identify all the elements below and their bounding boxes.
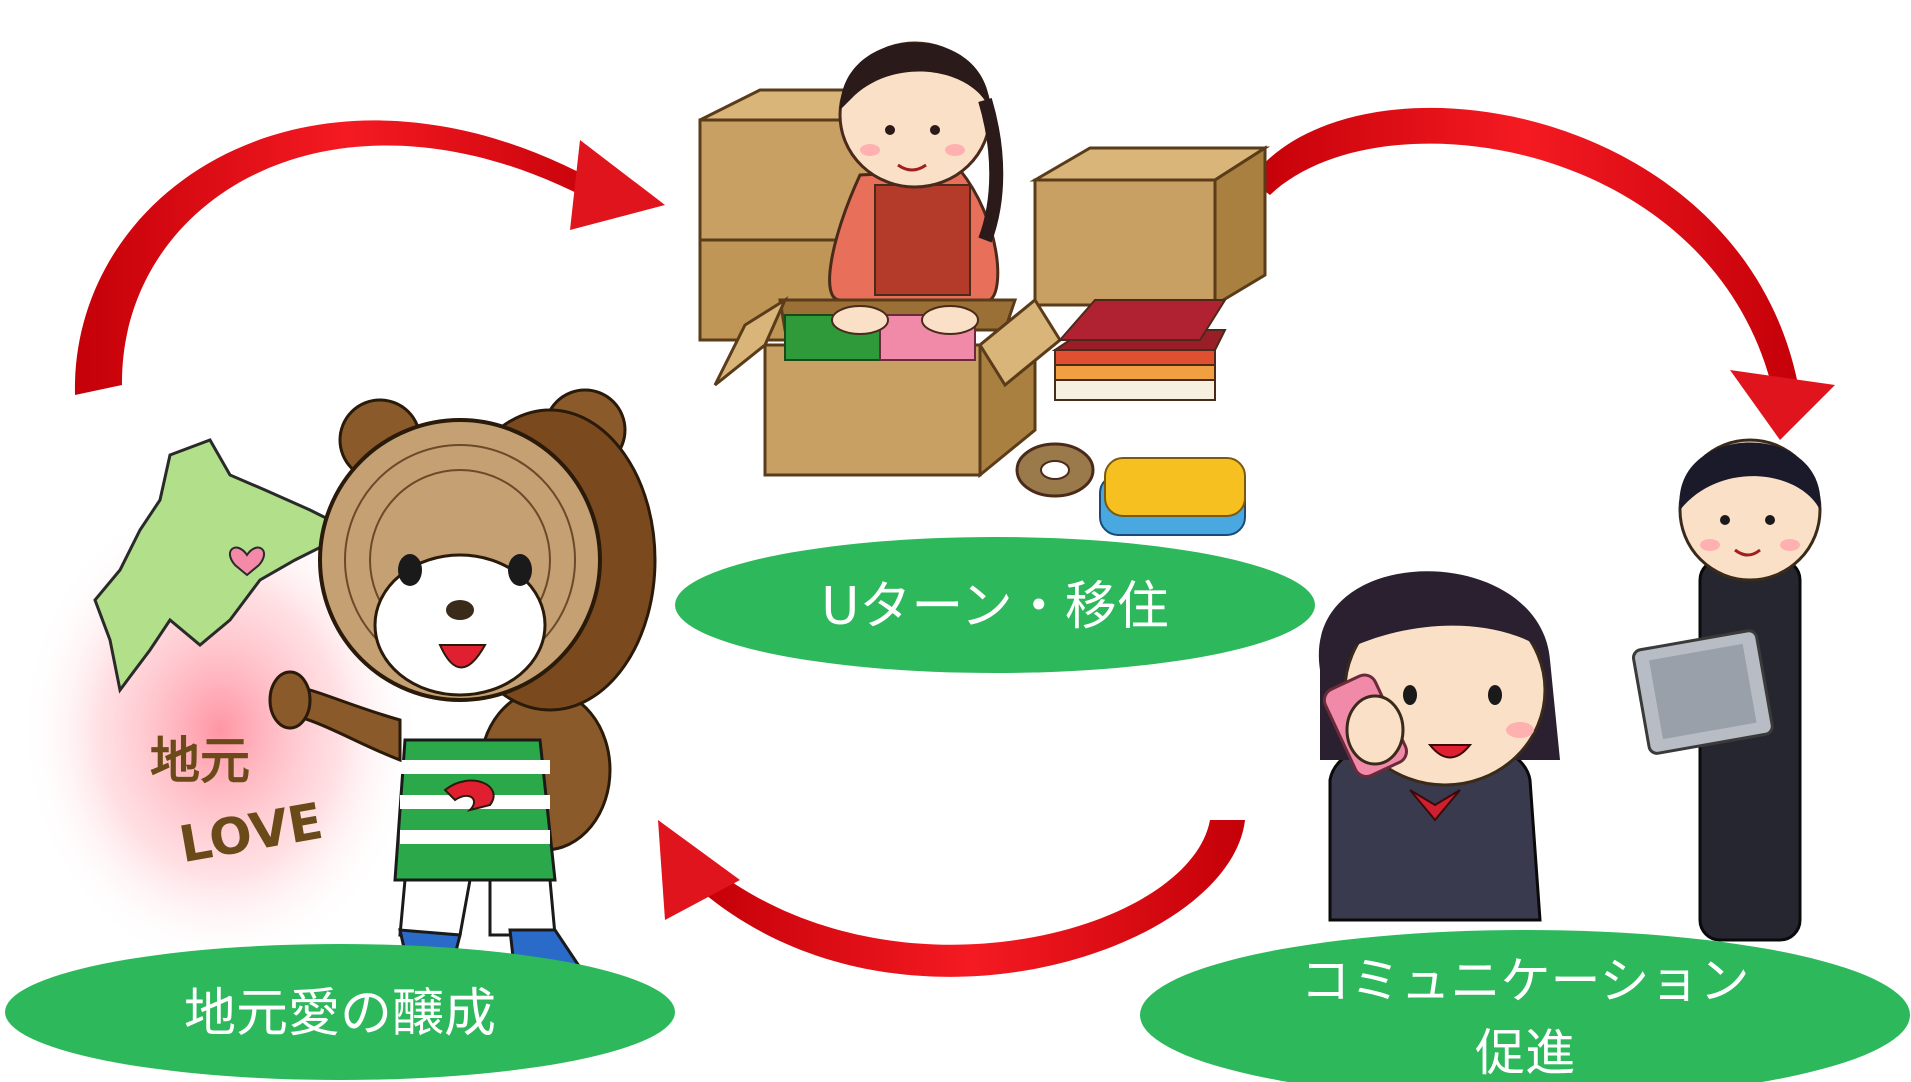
mascot-illustration: 地元 LOVE: [20, 388, 657, 977]
books-stack: [1051, 299, 1227, 401]
label-communication-line1: コミュニケーション: [1301, 952, 1750, 1010]
label-uturn-text: Uターン・移住: [821, 577, 1168, 637]
label-local-love: 地元愛の醸成: [5, 944, 675, 1080]
box-front: [763, 343, 982, 477]
girl-figure: [1318, 571, 1560, 922]
label-uturn: Uターン・移住: [675, 537, 1315, 673]
moving-illustration: [698, 41, 1271, 536]
sign-line1: 地元: [150, 732, 250, 790]
label-communication-line2: 促進: [1475, 1024, 1575, 1082]
arrow-uturn-to-communication: [1250, 107, 1835, 440]
label-communication: コミュニケーション 促進: [1140, 930, 1910, 1082]
boy-figure: [1631, 438, 1822, 942]
arrow-communication-to-love: [658, 820, 1245, 977]
students-illustration: [1318, 438, 1822, 942]
map-shape: [93, 438, 343, 694]
label-local-love-text: 地元愛の醸成: [184, 984, 496, 1044]
box-right: [1033, 178, 1217, 307]
heart-icon: [228, 546, 266, 577]
woman-figure: [828, 41, 1004, 302]
arrow-love-to-uturn: [74, 120, 665, 395]
bear-mascot: [268, 388, 657, 977]
